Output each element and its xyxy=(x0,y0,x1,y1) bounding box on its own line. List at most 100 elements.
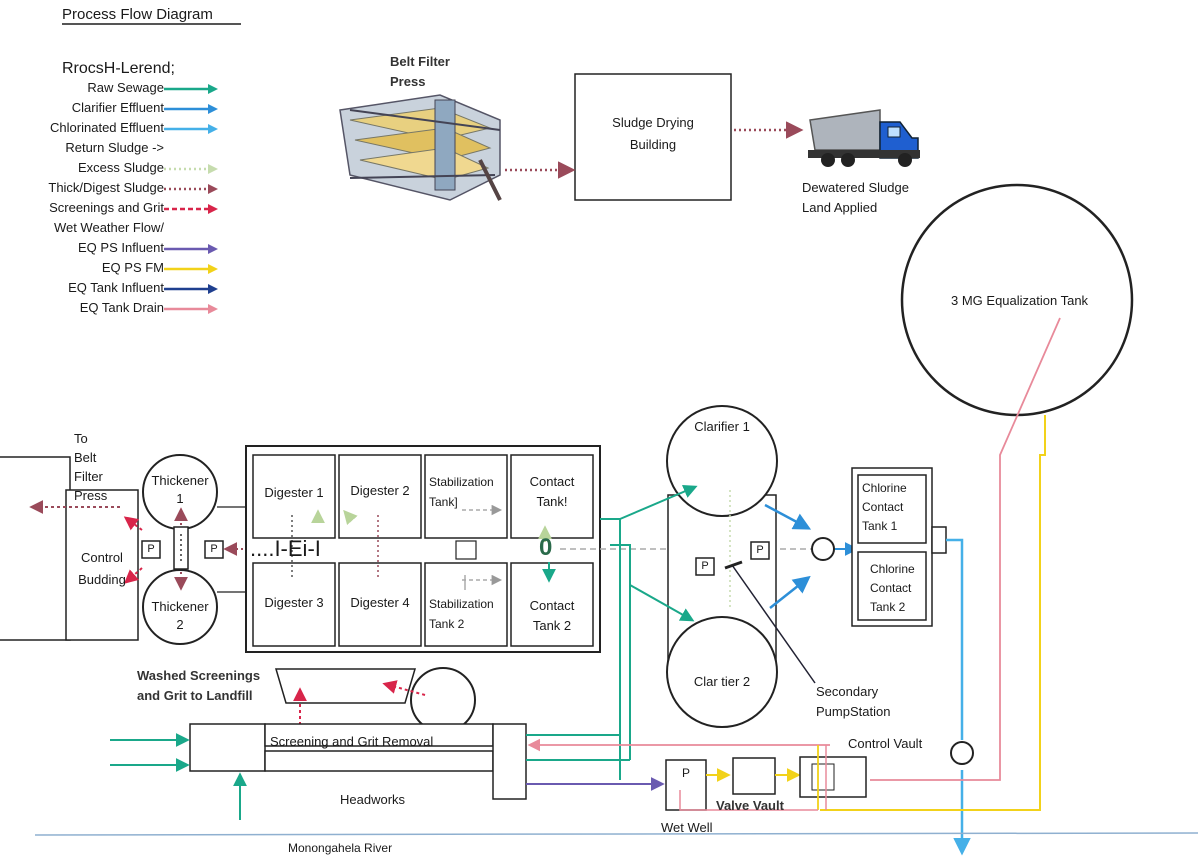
legend-item: Clarifier Effluent xyxy=(0,100,240,120)
legend-swatch xyxy=(164,124,218,134)
label-stabilization-tank-2: Stabilization Tank 2 xyxy=(429,597,494,631)
legend-item: Wet Weather Flow/ EQ PS Influent xyxy=(0,220,240,260)
label-contact-tank-1: Contact Tank! xyxy=(529,474,575,509)
river-line xyxy=(34,832,1198,836)
label-digester-2: Digester 2 xyxy=(350,483,410,498)
label-stabilization-tank-1: Stabilization Tank] xyxy=(429,475,494,509)
legend-swatch xyxy=(164,164,218,174)
legend-item-label: EQ Tank Influent xyxy=(68,280,164,295)
contact-tank-1 xyxy=(510,454,594,539)
sludge-drying-building xyxy=(574,73,732,201)
control-building-left xyxy=(0,456,71,641)
legend-swatch xyxy=(164,84,218,94)
label-chlorine-contact-2: Chlorine Contact Tank 2 xyxy=(870,562,915,614)
legend-item: EQ Tank Influent xyxy=(0,280,240,300)
flow-junction-circle xyxy=(811,537,835,561)
label-monongahela-river: Monongahela River xyxy=(288,841,393,855)
legend-item: Chlorinated Effluent xyxy=(0,120,240,140)
washed-screenings-bin xyxy=(274,668,417,704)
label-eq-tank: 3 MG Equalization Tank xyxy=(951,293,1089,308)
thickener-2 xyxy=(142,569,218,645)
page-title: Process Flow Diagram xyxy=(62,6,241,25)
label-secondary-pump-station: Secondary PumpStation xyxy=(816,684,891,719)
legend-item: Thick/Digest Sludge xyxy=(0,180,240,200)
label-clarifier-2: Clar tier 2 xyxy=(693,674,751,689)
headworks-outlet xyxy=(492,723,527,800)
label-wet-well-pump: P xyxy=(681,766,690,780)
legend-item: EQ Tank Drain xyxy=(0,300,240,320)
legend-swatch xyxy=(164,304,218,314)
legend-item-label: Excess Sludge xyxy=(78,160,164,175)
label-contact-tank-2: Contact Tank 2 xyxy=(529,598,575,633)
label-headworks: Headworks xyxy=(340,792,406,807)
label-dewatered-sludge: Dewatered Sludge Land Applied xyxy=(802,180,909,215)
clarifier-2 xyxy=(666,616,778,728)
label-clarifier-1: Clarifier 1 xyxy=(694,419,750,434)
dump-truck-illustration xyxy=(808,109,920,167)
legend-item-label: Thick/Digest Sludge xyxy=(48,180,164,195)
label-belt-filter-press: Belt Filter Press xyxy=(390,54,450,89)
digester-4 xyxy=(338,562,422,647)
secondary-ps-pointer xyxy=(731,564,816,684)
chlorine-contact-tank-2 xyxy=(857,551,927,621)
grit-classifier xyxy=(410,667,476,733)
outfall-junction-circle xyxy=(950,741,974,765)
chlorine-contact-tank-1 xyxy=(857,474,927,544)
label-pump-secondary-right: P xyxy=(756,544,764,556)
legend-item-label: Return Sludge -> xyxy=(65,140,164,155)
eq-tank-drain-line xyxy=(870,317,1061,781)
pump-thickener-left xyxy=(141,540,161,559)
legend-item-label: Chlorinated Effluent xyxy=(50,120,164,135)
pump-secondary-left xyxy=(695,557,715,576)
label-chlorine-contact-1: Chlorine Contact Tank 1 xyxy=(862,481,907,533)
label-pump-right: P xyxy=(210,543,218,555)
digester-1 xyxy=(252,454,336,539)
label-digester-1: Digester 1 xyxy=(264,485,324,500)
digester-center-box xyxy=(455,540,477,560)
label-sludge-drying: Sludge Drying Building xyxy=(612,115,694,152)
digester-3 xyxy=(252,562,336,647)
legend-item-label: Clarifier Effluent xyxy=(71,100,164,115)
stabilization-tank-1 xyxy=(424,454,508,539)
legend-item-label: Raw Sewage xyxy=(87,80,164,95)
headworks-inlet xyxy=(189,723,266,772)
legend-swatch xyxy=(164,184,218,194)
label-mid-text: ....I-Ei-I xyxy=(250,536,321,561)
label-pump-secondary-left: P xyxy=(701,560,709,572)
legend-swatch xyxy=(164,284,218,294)
label-wet-well: Wet Well xyxy=(661,820,713,835)
valve-vault xyxy=(732,757,776,795)
pump-thickener-right xyxy=(204,540,224,559)
pump-secondary-right xyxy=(750,541,770,560)
legend-item-label: EQ Tank Drain xyxy=(79,300,164,315)
legend-item-label: Screenings and Grit xyxy=(49,200,164,215)
bypass-channel xyxy=(264,750,494,772)
legend-item-label: EQ PS FM xyxy=(101,260,164,275)
legend-item: Return Sludge -> xyxy=(0,140,240,160)
legend-swatch xyxy=(164,204,218,214)
legend-title: RrocsH-Lerend; xyxy=(62,60,175,77)
label-control-budding: Control Budding xyxy=(78,550,126,587)
legend-item: EQ PS FM xyxy=(0,260,240,280)
label-to-belt-filter-press: To Belt Filter Press xyxy=(74,431,108,503)
label-digester-3: Digester 3 xyxy=(264,595,324,610)
control-budding-box xyxy=(65,489,139,641)
label-zero: 0 xyxy=(539,534,553,561)
eq-ps-fm-line xyxy=(820,415,1046,811)
label-thickener-1: Thickener 1 xyxy=(151,473,209,506)
belt-filter-press-illustration xyxy=(339,94,502,201)
legend-item-label: Wet Weather Flow/ EQ PS Influent xyxy=(53,220,164,255)
legend-swatch xyxy=(164,104,218,114)
label-pump-left: P xyxy=(147,543,155,555)
legend-item: Raw Sewage xyxy=(0,80,240,100)
label-washed-screenings: Washed Screenings and Grit to Landfill xyxy=(137,668,261,703)
label-digester-4: Digester 4 xyxy=(350,595,410,610)
label-control-vault: Control Vault xyxy=(848,736,923,751)
legend-swatch xyxy=(164,244,218,254)
label-screening-grit-removal: Screening and Grit Removal xyxy=(270,734,434,749)
legend-swatch xyxy=(164,264,218,274)
thickener-junction xyxy=(173,526,189,570)
label-valve-vault: Valve Vault xyxy=(716,798,784,813)
